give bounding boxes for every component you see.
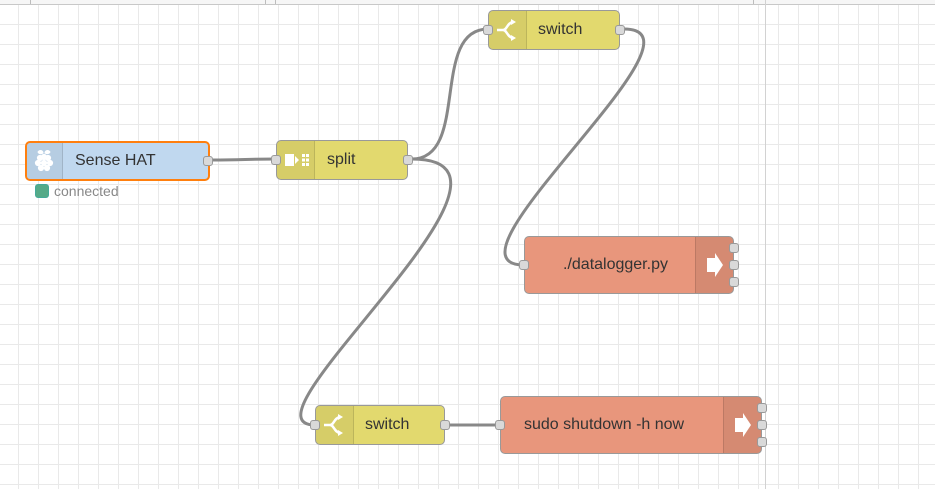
sensehat-status: connected xyxy=(35,183,119,199)
exec-datalogger-input-port[interactable] xyxy=(519,260,529,270)
sensehat-icon-box xyxy=(27,143,63,179)
switch-top-input-port[interactable] xyxy=(483,25,493,35)
ruler-tick xyxy=(30,0,31,4)
switch-top-output-port[interactable] xyxy=(615,25,625,35)
exec-datalogger-stdout-port[interactable] xyxy=(729,243,739,253)
switch-bottom-input-port[interactable] xyxy=(310,420,320,430)
split-input-port[interactable] xyxy=(271,155,281,165)
sensehat-status-text: connected xyxy=(54,183,119,199)
switch-bottom-label: switch xyxy=(365,416,410,433)
switch-top-node[interactable]: switch xyxy=(483,10,625,50)
exec-shutdown-stderr-port[interactable] xyxy=(757,420,767,430)
switch-bottom-node[interactable]: switch xyxy=(310,405,450,445)
sensehat-node[interactable]: Sense HAT xyxy=(25,141,213,181)
exec-datalogger-node[interactable]: ./datalogger.py xyxy=(519,236,739,294)
workspace-top-ruler xyxy=(0,0,935,5)
switch-icon xyxy=(324,414,343,436)
exec-arrow-icon xyxy=(735,413,751,437)
wire-split-to-switch-bottom xyxy=(299,157,453,427)
split-output-port[interactable] xyxy=(403,155,413,165)
switch-top-icon-box xyxy=(489,11,527,49)
wire-sensehat-to-split xyxy=(211,157,278,162)
switch-icon xyxy=(497,19,516,41)
exec-shutdown-rc-port[interactable] xyxy=(757,437,767,447)
exec-shutdown-icon-box xyxy=(723,397,761,453)
exec-datalogger-label: ./datalogger.py xyxy=(563,256,668,273)
exec-shutdown-input-port[interactable] xyxy=(495,420,505,430)
workspace-boundary xyxy=(765,0,766,489)
switch-bottom-icon-box xyxy=(316,406,354,444)
wire-switch-top-to-datalogger xyxy=(503,27,645,267)
ruler-tick xyxy=(275,0,276,4)
exec-datalogger-stderr-port[interactable] xyxy=(729,260,739,270)
wire-split-to-switch-top xyxy=(410,27,490,161)
sensehat-output-port[interactable] xyxy=(203,156,213,166)
ruler-tick xyxy=(753,0,754,4)
exec-shutdown-label: sudo shutdown -h now xyxy=(524,416,685,433)
raspberry-pi-icon xyxy=(34,149,54,172)
split-node[interactable]: split xyxy=(271,140,413,180)
exec-shutdown-node[interactable]: sudo shutdown -h now xyxy=(495,396,767,454)
exec-datalogger-rc-port[interactable] xyxy=(729,277,739,287)
exec-shutdown-stdout-port[interactable] xyxy=(757,403,767,413)
exec-arrow-icon xyxy=(707,253,723,277)
split-icon xyxy=(285,154,309,166)
sensehat-label: Sense HAT xyxy=(75,152,156,169)
switch-bottom-output-port[interactable] xyxy=(440,420,450,430)
status-dot-icon xyxy=(35,184,49,198)
switch-top-label: switch xyxy=(538,21,583,38)
split-label: split xyxy=(327,151,356,168)
ruler-tick xyxy=(265,0,266,4)
split-icon-box xyxy=(277,141,315,179)
exec-datalogger-icon-box xyxy=(695,237,733,293)
